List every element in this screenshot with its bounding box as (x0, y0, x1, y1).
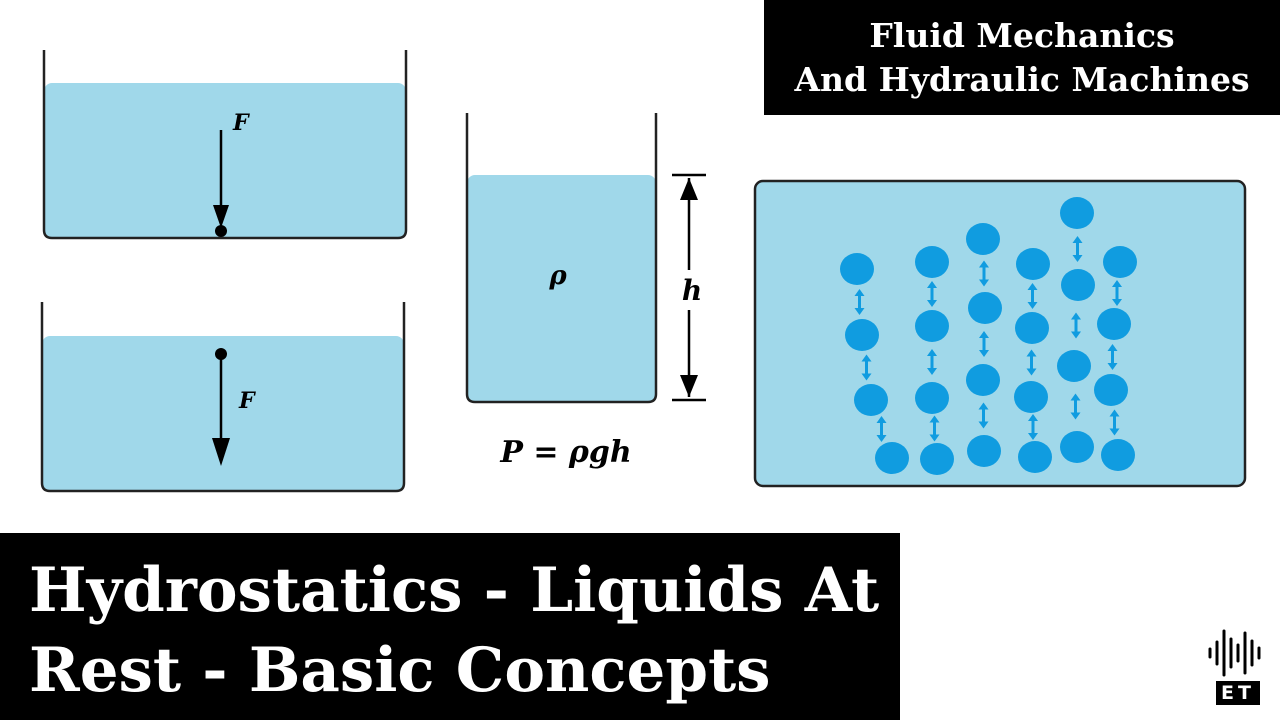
molecule (967, 435, 1001, 467)
double-arrow-icon (929, 415, 940, 442)
series-title-line-2: And Hydraulic Machines (794, 59, 1250, 99)
molecule (1097, 308, 1131, 340)
double-arrow-icon (854, 289, 865, 315)
molecule (840, 253, 874, 285)
molecule (1015, 312, 1049, 344)
molecule (1094, 374, 1128, 406)
molecule (915, 310, 949, 342)
double-arrow-icon (1027, 283, 1038, 309)
video-title-banner: Hydrostatics - Liquids At Rest - Basic C… (0, 533, 900, 720)
molecule (1061, 269, 1095, 301)
pressure-formula: P = ρgh (499, 435, 631, 470)
double-arrow-icon (1112, 280, 1122, 306)
video-title-line-2: Rest - Basic Concepts (29, 635, 771, 706)
video-title-line-1: Hydrostatics - Liquids At (29, 555, 880, 626)
molecule (915, 246, 949, 278)
double-arrow-icon (927, 281, 937, 307)
container-middle (465, 113, 658, 404)
double-arrow-icon (1109, 409, 1120, 436)
molecule (968, 292, 1002, 324)
height-label: h (682, 274, 702, 307)
container-bottom-left (40, 302, 406, 493)
height-dimension (672, 173, 706, 402)
force-arrow-bottom (212, 348, 230, 466)
molecule (1018, 441, 1052, 473)
molecule (966, 364, 1000, 396)
molecule (920, 443, 954, 475)
molecule (1016, 248, 1050, 280)
double-arrow-icon (978, 402, 989, 429)
molecule (915, 382, 949, 414)
molecule (1060, 431, 1094, 463)
double-arrow-icon (1071, 312, 1081, 339)
force-arrow-top (213, 130, 229, 237)
molecule (845, 319, 879, 351)
logo-text: ET (1221, 682, 1255, 704)
sound-wave-logo-icon (1208, 629, 1261, 705)
molecule (1057, 350, 1091, 382)
double-arrow-icon (979, 260, 989, 287)
series-title-line-1: Fluid Mechanics (869, 15, 1175, 55)
molecule (1060, 197, 1094, 229)
molecule (854, 384, 888, 416)
molecule-container (753, 179, 1247, 488)
molecule (966, 223, 1000, 255)
double-arrow-icon (979, 331, 989, 357)
density-label: ρ (548, 261, 567, 291)
liquid-molecules (840, 197, 1137, 475)
container-top-left (42, 50, 408, 240)
double-arrow-icon (1072, 236, 1083, 262)
force-label-bottom: F (238, 388, 256, 414)
double-arrow-icon (927, 349, 937, 375)
molecule (875, 442, 909, 474)
double-arrow-icon (1070, 393, 1081, 420)
double-arrow-icon (861, 354, 872, 381)
molecule (1101, 439, 1135, 471)
double-arrow-icon (1028, 414, 1038, 440)
double-arrow-icon (1107, 344, 1118, 370)
force-label-top: F (232, 110, 250, 136)
series-title-banner: Fluid Mechanics And Hydraulic Machines (764, 0, 1280, 115)
double-arrow-icon (1026, 349, 1037, 376)
molecule (1103, 246, 1137, 278)
molecule (1014, 381, 1048, 413)
double-arrow-icon (876, 416, 887, 442)
